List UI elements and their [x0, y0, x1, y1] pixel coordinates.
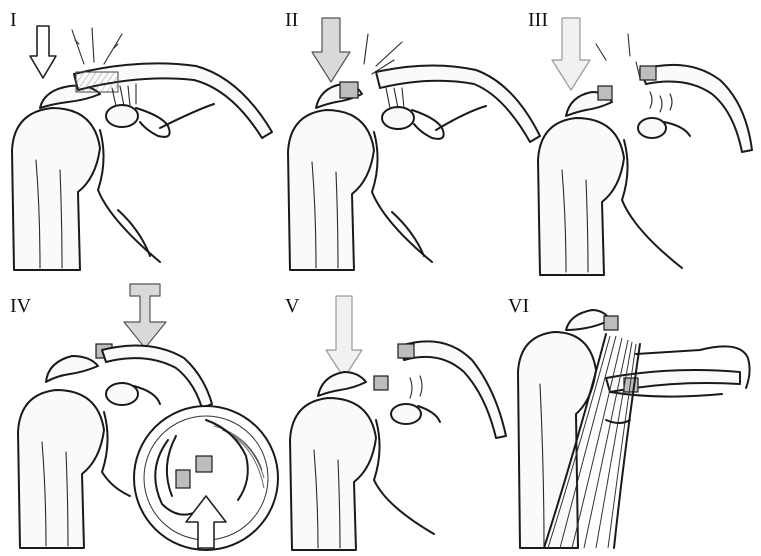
humerus — [12, 108, 100, 270]
coracoid — [382, 107, 414, 129]
panel-2-label: II — [285, 9, 298, 31]
humerus — [290, 398, 376, 550]
scapula — [374, 420, 434, 534]
panel-1: I — [10, 9, 272, 270]
torn-ligament — [340, 82, 358, 98]
impact-rays — [596, 34, 640, 78]
panel-4: IV — [10, 284, 278, 550]
panel-2: II — [285, 9, 540, 270]
ruptured-ligament-fibers — [650, 92, 672, 112]
clavicle — [640, 65, 752, 152]
torn-ligament — [374, 376, 388, 390]
coracoclavicular-ligament — [386, 88, 404, 108]
coracoid — [106, 105, 138, 127]
scapula — [102, 412, 130, 496]
panel-5: V — [285, 295, 506, 550]
torn-ligament-end — [398, 344, 414, 358]
humerus — [518, 332, 596, 548]
torn-ligament — [598, 86, 612, 100]
force-arrow — [30, 26, 56, 78]
torn-ligament-end — [640, 66, 656, 80]
panel-1-label: I — [10, 9, 17, 31]
acromion — [318, 372, 366, 396]
force-arrow — [124, 284, 166, 348]
panel-3: III — [528, 9, 752, 275]
humerus — [18, 390, 104, 548]
clavicle — [376, 65, 540, 142]
clavicle — [400, 341, 506, 438]
inset-torn-ligament-2 — [196, 456, 212, 472]
ruptured-ligament-fibers — [410, 376, 422, 398]
force-arrow — [312, 18, 350, 82]
impact-rays — [72, 28, 122, 64]
coracoid — [638, 118, 666, 138]
humerus — [538, 118, 624, 275]
coracoid — [391, 404, 421, 424]
scapula — [98, 130, 160, 262]
force-arrow — [552, 18, 590, 90]
panel-5-label: V — [285, 295, 300, 317]
panel-6-label: VI — [508, 295, 529, 317]
scapula — [622, 140, 682, 268]
inset-torn-ligament — [176, 470, 190, 488]
torn-ligament — [604, 316, 618, 330]
panel-3-label: III — [528, 9, 548, 31]
humerus — [288, 110, 374, 270]
panel-6: VI — [508, 295, 750, 548]
scapula — [372, 132, 432, 262]
panel-4-label: IV — [10, 295, 32, 317]
acromion — [46, 356, 98, 382]
force-arrow — [326, 296, 362, 378]
